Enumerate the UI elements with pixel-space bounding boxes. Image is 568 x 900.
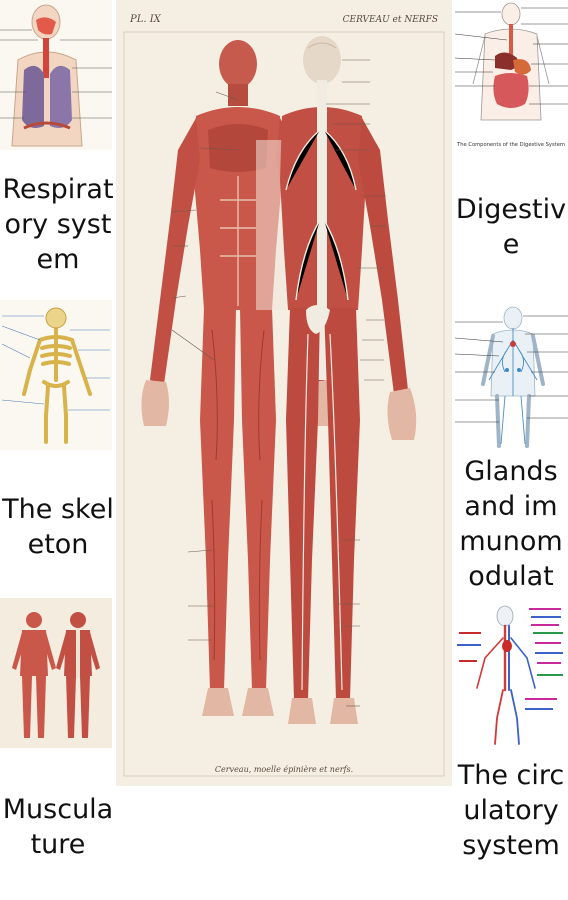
respiratory-thumbnail (0, 0, 112, 150)
tile-label: The skeleton (2, 494, 114, 560)
tile-label: Glands and immunomodulat (459, 456, 563, 592)
tile-label: The circulatory system (457, 760, 565, 861)
skeleton-thumbnail (0, 300, 112, 450)
plate-header-right: CERVEAU et NERFS (343, 15, 438, 25)
thumb-caption: The Components of the Digestive System (456, 142, 565, 148)
circulatory-thumbnail (455, 598, 568, 748)
tile-label: Musculature (2, 794, 114, 860)
tile-label: Digestive (455, 194, 567, 260)
plate-caption: Cerveau, moelle épinière et nerfs. (215, 765, 353, 774)
plate-header-left: PL. IX (129, 14, 162, 25)
musculature-thumbnail (0, 598, 112, 748)
glands-thumbnail (455, 300, 568, 450)
digestive-thumbnail: The Components of the Digestive System (455, 0, 568, 150)
tile-label: Respiratory system (2, 174, 114, 275)
back-figure (280, 36, 417, 724)
anatomy-plate-image: PL. IX CERVEAU et NERFS (116, 0, 452, 786)
